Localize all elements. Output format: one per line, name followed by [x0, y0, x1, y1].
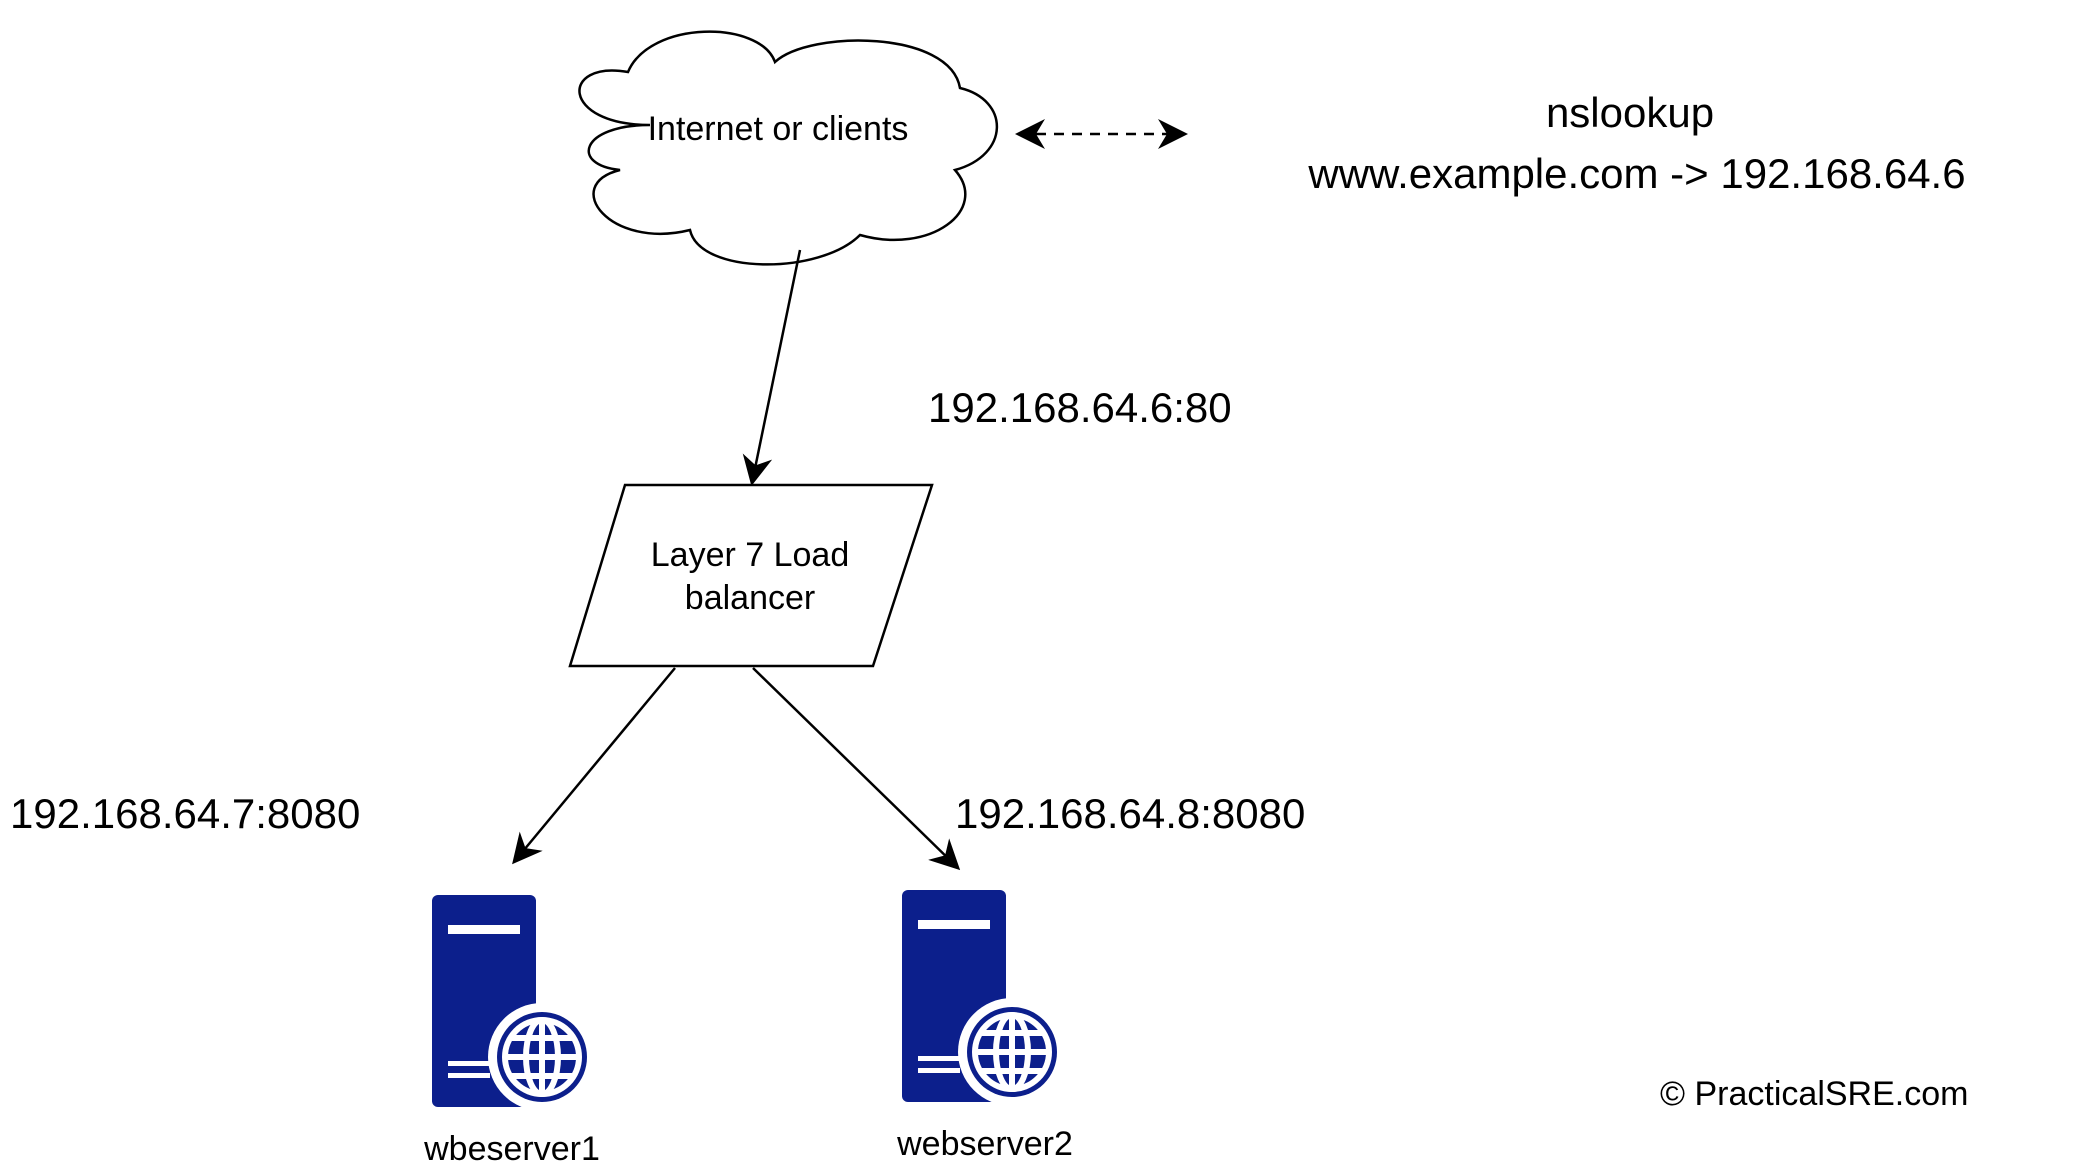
- load-balancer-shape: [568, 483, 934, 668]
- server2-label: webserver2: [896, 1125, 1073, 1163]
- server1-label: wbeserver1: [423, 1130, 600, 1168]
- internet-cloud: Internet or clients: [578, 30, 999, 266]
- lb-to-server2-arrow: [752, 667, 961, 871]
- nslookup-mapping: www.example.com -> 192.168.64.6: [1307, 150, 1965, 197]
- load-balancer: Layer 7 Load balancer: [568, 483, 934, 668]
- server2-address-label: 192.168.64.8:8080: [955, 790, 1305, 837]
- cloud-label: Internet or clients: [648, 110, 909, 148]
- web-server-1: wbeserver1: [423, 895, 600, 1168]
- lb-address-label: 192.168.64.6:80: [928, 384, 1232, 431]
- load-balancer-label-line2: balancer: [685, 579, 815, 617]
- cloud-to-lb-arrow: [742, 249, 802, 486]
- load-balancer-label-line1: Layer 7 Load: [651, 536, 850, 574]
- nslookup-title: nslookup: [1546, 89, 1714, 136]
- server1-address-label: 192.168.64.7:8080: [10, 790, 360, 837]
- copyright-text: © PracticalSRE.com: [1660, 1075, 1968, 1113]
- web-server-icon: [432, 895, 596, 1111]
- cloud-shape: [578, 30, 999, 266]
- lb-to-server1-arrow: [512, 667, 676, 865]
- web-server-icon: [902, 890, 1066, 1106]
- web-server-2: webserver2: [896, 890, 1073, 1163]
